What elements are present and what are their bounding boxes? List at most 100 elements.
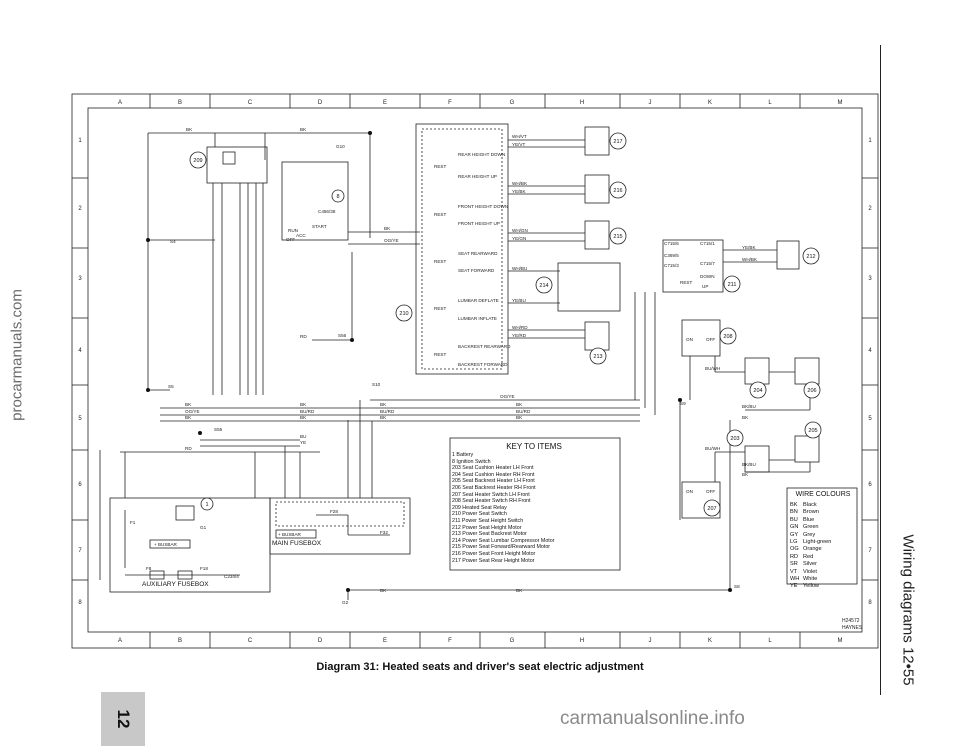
item-8-label: 8 (336, 194, 339, 200)
svg-text:ACC: ACC (296, 233, 306, 238)
svg-text:1: 1 (78, 138, 82, 144)
svg-text:5: 5 (78, 416, 82, 422)
svg-text:BK: BK (380, 588, 387, 593)
key-item: 209 Heated Seat Relay (452, 504, 507, 511)
svg-text:7: 7 (868, 548, 872, 554)
svg-text:BK: BK (185, 402, 192, 407)
key-list: 1 Battery 8 Ignition Switch 203 Seat Cus… (452, 452, 620, 564)
svg-text:C369/5: C369/5 (664, 253, 679, 258)
svg-text:ON: ON (686, 489, 693, 494)
svg-text:L: L (768, 100, 772, 106)
main-fusebox-title: MAIN FUSEBOX (272, 540, 322, 547)
svg-text:F8: F8 (146, 566, 152, 571)
svg-text:G: G (510, 100, 515, 106)
svg-text:C715/3: C715/3 (664, 263, 679, 268)
svg-text:C715/6: C715/6 (664, 241, 679, 246)
key-item: 212 Power Seat Height Motor (452, 524, 522, 531)
svg-text:BK: BK (516, 415, 523, 420)
svg-text:J: J (649, 100, 652, 106)
key-item: 217 Power Seat Rear Height Motor (452, 557, 535, 564)
item-204-label: 204 (753, 388, 762, 394)
svg-text:YE/BK: YE/BK (742, 245, 756, 250)
svg-text:BK: BK (516, 588, 523, 593)
svg-text:WH/BK: WH/BK (742, 257, 758, 262)
svg-text:WH/RD: WH/RD (512, 325, 528, 330)
svg-text:7: 7 (78, 548, 82, 554)
svg-text:C234/4: C234/4 (224, 574, 239, 579)
svg-text:BK: BK (380, 415, 387, 420)
key-item: 215 Power Seat Forward/Rearward Motor (452, 544, 551, 551)
svg-text:ON: ON (686, 337, 693, 342)
key-title: KEY TO ITEMS (506, 442, 562, 451)
item-208-label: 208 (723, 334, 732, 340)
svg-text:BK: BK (300, 127, 307, 132)
svg-text:6: 6 (78, 482, 82, 488)
svg-text:BU: BU (300, 434, 306, 439)
svg-text:RD: RD (300, 334, 307, 339)
page-rule (880, 45, 881, 695)
item-215-label: 215 (613, 234, 622, 240)
svg-text:REST: REST (434, 259, 446, 264)
svg-text:UP: UP (702, 284, 708, 289)
svg-text:WH/BU: WH/BU (512, 266, 527, 271)
svg-text:BU/WH: BU/WH (705, 446, 720, 451)
aux-fusebox-title: AUXILIARY FUSEBOX (142, 581, 209, 588)
svg-text:C715/7: C715/7 (700, 261, 715, 266)
svg-text:H: H (580, 100, 584, 106)
svg-text:BU/WH: BU/WH (705, 366, 720, 371)
svg-text:YE: YE (300, 440, 306, 445)
svg-text:L: L (768, 638, 772, 644)
key-item: 204 Seat Cushion Heater RH Front (452, 471, 535, 478)
svg-text:D: D (318, 638, 323, 644)
svg-text:BK: BK (742, 415, 749, 420)
svg-text:BK: BK (384, 226, 391, 231)
svg-text:C456/38: C456/38 (318, 209, 336, 214)
svg-text:WH/BK: WH/BK (512, 181, 528, 186)
svg-text:YE/VT: YE/VT (512, 142, 525, 147)
svg-text:OFF: OFF (706, 337, 715, 342)
svg-text:4: 4 (78, 348, 82, 354)
svg-text:OG/YE: OG/YE (384, 238, 399, 243)
key-item: 213 Power Seat Backrest Motor (452, 531, 527, 538)
svg-text:+ BUSBAR: + BUSBAR (154, 542, 178, 547)
svg-text:LUMBAR DEFLATE: LUMBAR DEFLATE (458, 298, 499, 303)
svg-text:BK/BU: BK/BU (742, 462, 756, 467)
svg-text:K: K (708, 638, 712, 644)
svg-text:YE/RD: YE/RD (512, 333, 527, 338)
svg-text:2: 2 (78, 206, 82, 212)
svg-text:YE/BU: YE/BU (512, 298, 526, 303)
item-210-label: 210 (399, 311, 408, 317)
key-item: 210 Power Seat Switch (452, 511, 507, 518)
svg-text:F18: F18 (200, 566, 208, 571)
svg-text:BK: BK (300, 402, 307, 407)
svg-text:8: 8 (868, 600, 872, 606)
svg-text:E: E (383, 100, 387, 106)
svg-text:WH/VT: WH/VT (512, 134, 527, 139)
svg-text:WH/GN: WH/GN (512, 228, 528, 233)
item-217-label: 217 (613, 139, 622, 145)
svg-text:FRONT HEIGHT UP: FRONT HEIGHT UP (458, 221, 500, 226)
svg-text:3: 3 (868, 276, 872, 282)
svg-text:E: E (383, 638, 387, 644)
svg-text:REST: REST (434, 212, 446, 217)
svg-text:BK/BU: BK/BU (742, 404, 756, 409)
svg-text:YE/BK: YE/BK (512, 189, 526, 194)
item-211-label: 211 (728, 282, 737, 288)
svg-text:BACKREST FORWARD: BACKREST FORWARD (458, 362, 508, 367)
svg-text:BK: BK (516, 402, 523, 407)
svg-text:G: G (510, 638, 515, 644)
svg-text:F1: F1 (130, 520, 136, 525)
svg-text:2: 2 (868, 206, 872, 212)
svg-text:S8: S8 (734, 584, 740, 589)
svg-text:H24572: H24572 (842, 618, 860, 624)
svg-text:SEAT FORWARD: SEAT FORWARD (458, 268, 495, 273)
svg-text:OG/YE: OG/YE (185, 409, 200, 414)
